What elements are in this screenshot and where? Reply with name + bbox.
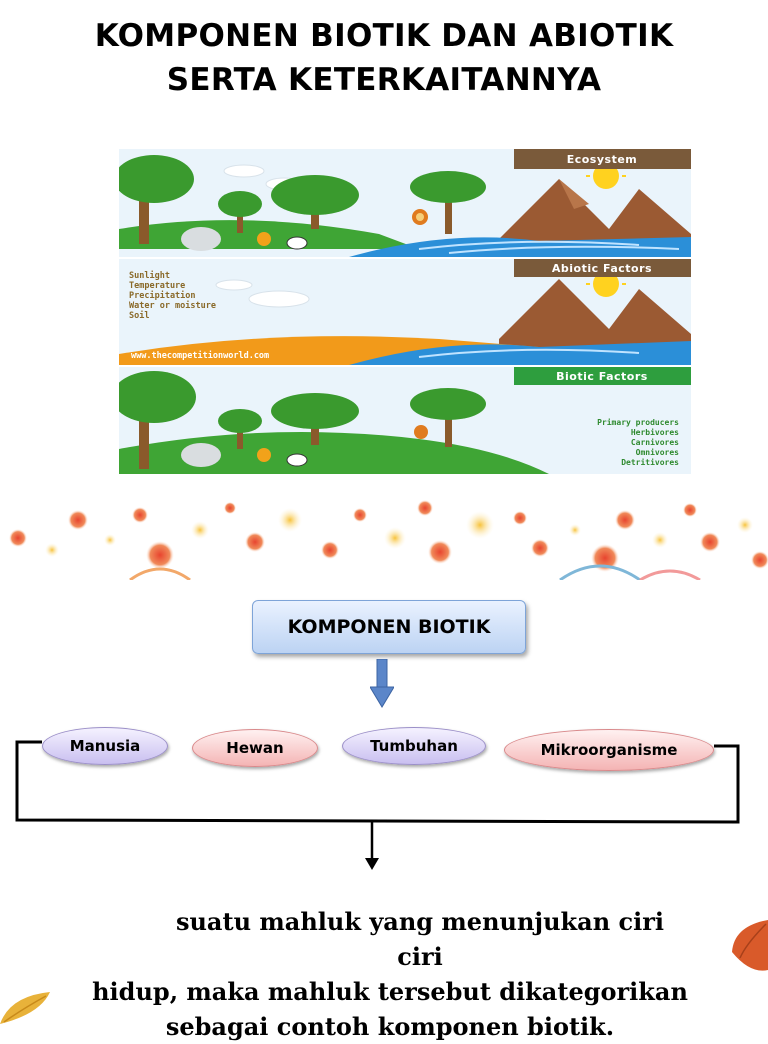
biotic-factor: Carnivores	[631, 437, 679, 447]
deer-icon	[257, 232, 271, 246]
ecosystem-svg: Ecosystem Sunlight Temperature Precipita…	[119, 149, 691, 474]
panel-label-abiotic: Abiotic Factors	[552, 262, 652, 275]
biotic-factor: Primary producers	[597, 417, 679, 427]
sun-icon	[593, 163, 619, 189]
description-text: suatu mahluk yang menunjukan ciri ciri h…	[90, 904, 690, 1044]
abiotic-factor: Water or moisture	[129, 300, 216, 311]
abiotic-factor: Precipitation	[129, 290, 196, 301]
abiotic-factor: Soil	[129, 310, 149, 321]
biotic-factor: Omnivores	[636, 447, 680, 457]
sun-icon-2	[593, 271, 619, 297]
abiotic-factor: Temperature	[129, 281, 185, 291]
tree-icon	[119, 155, 194, 203]
biotic-factor: Detritivores	[621, 457, 679, 467]
title-line-1: KOMPONEN BIOTIK DAN ABIOTIK	[94, 18, 674, 54]
dot-pattern	[9, 500, 768, 580]
elephant-icon-2	[181, 443, 221, 467]
description-line-3: sebagai contoh komponen biotik.	[165, 1012, 615, 1041]
connector-arrow-icon	[365, 858, 379, 870]
elephant-icon	[181, 227, 221, 251]
category-oval-tumbuhan: Tumbuhan	[342, 727, 486, 765]
water-shape	[349, 237, 691, 257]
panel-abiotic: Sunlight Temperature Precipitation Water…	[119, 259, 691, 365]
page-title: KOMPONEN BIOTIK DAN ABIOTIK SERTA KETERK…	[0, 14, 768, 102]
panel-biotic: Biotic Factors Primary producers Herbivo…	[119, 367, 691, 474]
tree-icon-2	[119, 371, 196, 423]
category-oval-manusia: Manusia	[42, 727, 168, 765]
zebra-icon	[286, 236, 308, 250]
panel-label-ecosystem: Ecosystem	[567, 153, 638, 166]
category-oval-mikroorganisme: Mikroorganisme	[504, 729, 714, 771]
category-oval-hewan: Hewan	[192, 729, 318, 767]
panel-ecosystem: Ecosystem	[119, 149, 691, 257]
root-box-komponen-biotik: KOMPONEN BIOTIK	[252, 600, 526, 654]
connector-bracket	[15, 740, 740, 870]
mountain-icon	[499, 179, 691, 249]
source-url: www.thecompetitionworld.com	[131, 350, 269, 361]
mountain-icon-2	[499, 279, 691, 349]
panel-label-biotic: Biotic Factors	[556, 370, 648, 383]
decorative-dots-band	[9, 500, 768, 580]
description-line-1: suatu mahluk yang menunjukan ciri ciri	[175, 907, 665, 971]
title-line-2: SERTA KETERKAITANNYA	[166, 62, 602, 98]
biotic-factor: Herbivores	[631, 427, 679, 437]
down-arrow-icon	[370, 659, 394, 708]
abiotic-factor: Sunlight	[129, 270, 170, 281]
leaf-decoration-icon-2	[732, 920, 768, 971]
leaf-decoration-icon	[0, 992, 50, 1024]
ecosystem-illustration: Ecosystem Sunlight Temperature Precipita…	[119, 149, 691, 474]
description-line-2: hidup, maka mahluk tersebut dikategorika…	[92, 977, 688, 1006]
